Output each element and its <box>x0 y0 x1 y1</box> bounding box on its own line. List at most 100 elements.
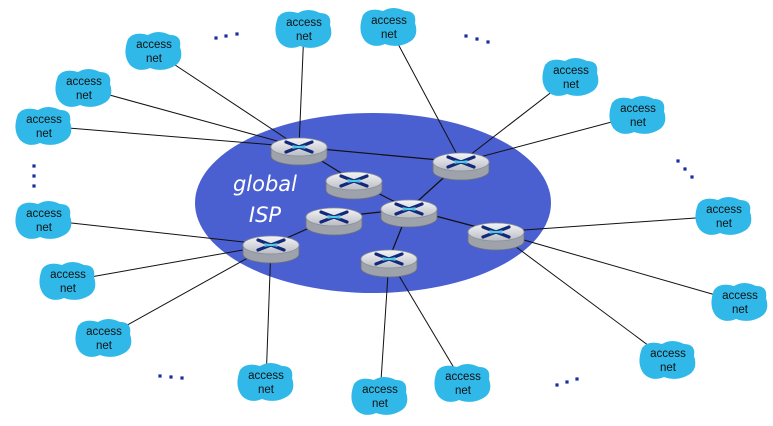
router-icon <box>305 207 363 236</box>
access-net-label-line1: access <box>553 65 589 77</box>
access-net-label-line1: access <box>371 15 407 27</box>
cloud-shape <box>55 69 112 107</box>
access-net-cloud: access net <box>39 262 96 300</box>
access-link <box>67 244 272 282</box>
access-link <box>83 87 300 148</box>
cloud-shape <box>39 262 96 300</box>
cloud-shape <box>75 319 132 357</box>
ellipsis-layer <box>32 32 694 387</box>
access-net-cloud: access net <box>275 10 332 48</box>
access-net-label-line1: access <box>66 76 102 88</box>
cloud-shape <box>711 283 768 321</box>
access-net-label-line1: access <box>248 370 284 382</box>
access-net-label-line2: net <box>716 218 733 230</box>
access-net-cloud: access net <box>75 319 132 357</box>
access-link <box>495 231 669 361</box>
access-net-label-line2: net <box>76 90 93 102</box>
access-net-label-line1: access <box>50 269 86 281</box>
access-net-label-line1: access <box>706 204 742 216</box>
cloud-shape <box>351 377 408 415</box>
access-net-label-line2: net <box>258 384 275 396</box>
access-net-cloud: access net <box>711 283 768 321</box>
access-net-cloud: access net <box>639 341 696 379</box>
access-net-label-line2: net <box>372 398 389 410</box>
cloud-shape <box>609 96 666 134</box>
access-net-label-line1: access <box>86 326 122 338</box>
access-net-label-line2: net <box>630 117 647 129</box>
router-icon <box>467 222 525 251</box>
access-link <box>388 258 464 384</box>
access-net-label-line2: net <box>296 31 313 43</box>
ellipsis-dots <box>214 32 239 40</box>
isp-label-global: global <box>233 172 297 196</box>
access-net-cloud: access net <box>434 364 491 402</box>
access-link <box>388 26 462 163</box>
access-link <box>495 215 725 233</box>
routers-layer <box>242 137 525 278</box>
access-net-cloud: access net <box>351 377 408 415</box>
access-net-label-line2: net <box>146 53 163 65</box>
access-net-cloud: access net <box>125 32 182 70</box>
access-net-label-line1: access <box>362 384 398 396</box>
access-net-label-line1: access <box>722 290 758 302</box>
access-net-cloud: access net <box>695 197 752 235</box>
access-link <box>379 258 390 397</box>
access-net-cloud: access net <box>542 58 599 96</box>
access-link <box>495 231 741 303</box>
access-net-cloud: access net <box>15 107 72 145</box>
access-link <box>103 244 272 339</box>
access-net-label-line2: net <box>60 283 77 295</box>
access-net-cloud: access net <box>55 69 112 107</box>
links-layer <box>43 26 741 397</box>
access-net-cloud: access net <box>15 201 72 239</box>
access-net-label-line2: net <box>381 29 398 41</box>
access-nets-layer: accessnetaccessnetaccessnetaccessnetacce… <box>15 8 768 415</box>
access-link <box>298 28 305 148</box>
ellipsis-dots <box>464 34 490 44</box>
access-net-label-line2: net <box>563 79 580 91</box>
access-net-label-line1: access <box>286 17 322 29</box>
access-net-label-line2: net <box>660 362 677 374</box>
access-link <box>153 50 300 148</box>
router-icon <box>360 249 418 278</box>
cloud-shape <box>695 197 752 235</box>
router-icon <box>270 137 328 166</box>
access-net-label-line1: access <box>620 103 656 115</box>
cloud-shape <box>125 32 182 70</box>
ellipsis-dots <box>32 164 36 188</box>
ellipsis-dots <box>676 159 694 179</box>
access-net-label-line2: net <box>36 222 53 234</box>
access-link <box>460 114 639 163</box>
access-net-label-line1: access <box>136 39 172 51</box>
ellipsis-dots <box>555 377 579 387</box>
access-net-label-line2: net <box>96 340 113 352</box>
isp-label-isp: ISP <box>249 203 282 227</box>
cloud-shape <box>639 341 696 379</box>
cloud-shape <box>15 201 72 239</box>
cloud-shape <box>237 363 294 401</box>
cloud-shape <box>275 10 332 48</box>
access-net-label-line1: access <box>26 208 62 220</box>
access-net-label-line2: net <box>732 304 749 316</box>
access-link <box>265 244 272 383</box>
access-net-cloud: access net <box>609 96 666 134</box>
access-link <box>43 125 300 148</box>
router-icon <box>432 152 490 181</box>
access-net-label-line1: access <box>26 114 62 126</box>
router-icon <box>325 171 383 200</box>
cloud-shape <box>15 107 72 145</box>
access-net-cloud: access net <box>360 8 417 46</box>
router-icon <box>242 235 300 264</box>
access-net-label-line1: access <box>650 348 686 360</box>
access-net-label-line1: access <box>445 371 481 383</box>
access-link <box>43 219 272 246</box>
access-net-label-line2: net <box>455 385 472 397</box>
router-icon <box>380 199 438 228</box>
access-net-label-line2: net <box>36 128 53 140</box>
ellipsis-dots <box>158 374 184 380</box>
access-net-cloud: access net <box>237 363 294 401</box>
cloud-shape <box>360 8 417 46</box>
cloud-shape <box>542 58 599 96</box>
